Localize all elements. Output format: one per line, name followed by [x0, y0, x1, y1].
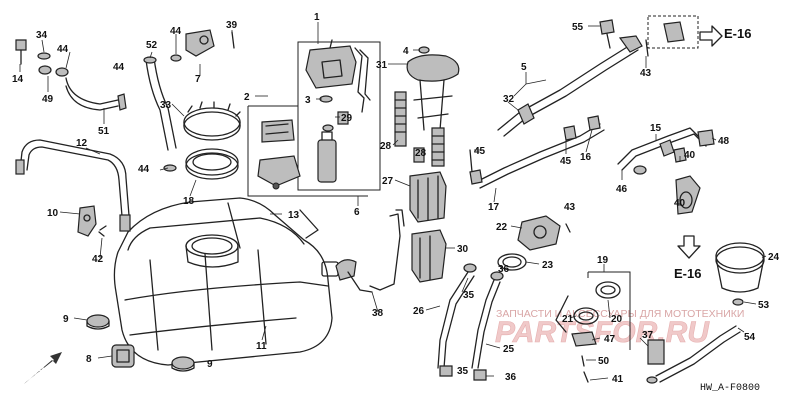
breather-hoses: [437, 263, 504, 381]
callout-11: 11: [256, 341, 267, 352]
reference-top: E-16: [724, 26, 751, 41]
callout-31: 31: [376, 60, 388, 71]
callout-13: 13: [288, 210, 300, 221]
front-direction-marker: FR.: [24, 352, 62, 384]
leader-lines: [19, 22, 767, 381]
return-hose: [617, 127, 715, 215]
callout-numbers: 1 2 3 4 5 6 7 8 9 9 10 11 12 13 14 15 16…: [12, 12, 780, 385]
callout-28b: 28: [415, 148, 427, 159]
fuel-hose-upper: [497, 15, 723, 137]
callout-7: 7: [195, 74, 201, 85]
callout-43b: 43: [564, 202, 576, 213]
callout-37: 37: [642, 330, 654, 341]
callout-20: 20: [611, 314, 623, 325]
bracket: [77, 205, 107, 237]
callout-34: 34: [36, 30, 48, 41]
callout-17: 17: [488, 202, 500, 213]
callout-39: 39: [226, 20, 238, 31]
callout-21: 21: [562, 314, 574, 325]
fuel-pump-kit: [247, 39, 381, 197]
callout-33: 33: [160, 100, 172, 111]
callout-50: 50: [598, 356, 610, 367]
tank-strap: [15, 139, 131, 232]
callout-44c: 44: [170, 26, 182, 37]
callout-44a: 44: [57, 44, 69, 55]
callout-9a: 9: [63, 314, 69, 325]
callout-28a: 28: [380, 141, 392, 152]
filler-neck: [497, 215, 765, 306]
callout-32: 32: [503, 94, 515, 105]
callout-53: 53: [758, 300, 770, 311]
callout-4: 4: [403, 46, 409, 57]
callout-52: 52: [146, 40, 158, 51]
top-left-fittings: [15, 29, 235, 172]
callout-9b: 9: [207, 359, 213, 370]
callout-16: 16: [580, 152, 592, 163]
callout-36a: 36: [498, 264, 510, 275]
callout-30: 30: [457, 244, 469, 255]
callout-2: 2: [244, 92, 250, 103]
lock-ring: [183, 101, 241, 180]
callout-35: 35: [463, 290, 475, 301]
callout-22: 22: [496, 222, 508, 233]
pump-housing: [394, 46, 460, 167]
callout-12: 12: [76, 138, 88, 149]
callout-14: 14: [12, 74, 24, 85]
callout-18: 18: [183, 196, 195, 207]
callout-6: 6: [354, 207, 360, 218]
fuel-hose-lower: [469, 115, 605, 189]
callout-29: 29: [341, 113, 353, 124]
callout-48: 48: [718, 136, 730, 147]
callout-19: 19: [597, 255, 609, 266]
callout-23: 23: [542, 260, 554, 271]
drain-plugs: [86, 314, 195, 372]
callout-40b: 40: [674, 198, 686, 209]
vent-pipe: [646, 325, 741, 384]
filler-pipe: [555, 271, 631, 383]
diagram-code: HW_A-F0800: [700, 383, 760, 394]
callout-42: 42: [92, 254, 104, 265]
callout-25: 25: [503, 344, 515, 355]
callout-5: 5: [521, 62, 527, 73]
callout-1: 1: [314, 12, 320, 23]
reference-mid: E-16: [674, 266, 701, 281]
callout-45b: 45: [560, 156, 572, 167]
watermark-brand: PARTSFOR.RU: [495, 316, 710, 349]
callout-3: 3: [305, 95, 311, 106]
callout-26: 26: [413, 306, 425, 317]
fuel-filter: [335, 171, 447, 293]
callout-41: 41: [612, 374, 624, 385]
callout-27: 27: [382, 176, 394, 187]
callout-51: 51: [98, 126, 110, 137]
callout-24: 24: [768, 252, 780, 263]
watermark: PARTSFOR.RU ЗАПЧАСТИ И АКСЕССУАРЫ ДЛЯ МО…: [495, 308, 745, 349]
callout-15: 15: [650, 123, 662, 134]
callout-55: 55: [572, 22, 584, 33]
callout-43a: 43: [640, 68, 652, 79]
callout-40a: 40: [684, 150, 696, 161]
callout-10: 10: [47, 208, 59, 219]
callout-54: 54: [744, 332, 756, 343]
fuel-tank: [113, 197, 339, 366]
callout-46: 46: [616, 184, 628, 195]
callout-44d: 44: [138, 164, 150, 175]
callout-8: 8: [86, 354, 92, 365]
callout-38: 38: [372, 308, 384, 319]
callout-49: 49: [42, 94, 54, 105]
callout-44b: 44: [113, 62, 125, 73]
callout-35b: 35: [457, 366, 469, 377]
callout-47: 47: [604, 334, 616, 345]
callout-45a: 45: [474, 146, 486, 157]
callout-36b: 36: [505, 372, 517, 383]
